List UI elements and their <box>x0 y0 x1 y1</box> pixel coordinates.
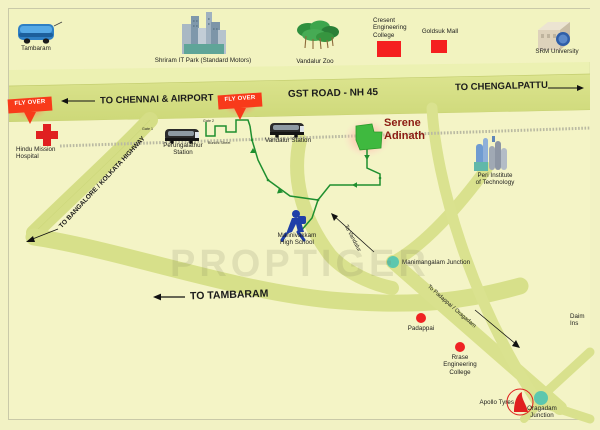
red-square-icon-cresent <box>377 41 401 57</box>
road-label-gst-road: GST ROAD - NH 45 <box>287 87 379 100</box>
campus-icon <box>538 22 570 50</box>
to-bangalore-arrow <box>26 228 59 242</box>
to-chennai-arrow <box>61 98 95 104</box>
bus-icon <box>18 21 63 44</box>
project-title: Serene Adinath <box>384 117 425 142</box>
red-dot-icon-padappai <box>416 313 426 323</box>
buildings-icon-shriram <box>182 12 226 54</box>
red-dot-icon-rrase <box>455 342 465 352</box>
to-chengalpattu-arrow <box>548 85 584 91</box>
to-tambaram-arrow <box>153 293 185 301</box>
road-to-tambaram <box>25 228 529 312</box>
trees-icon <box>297 20 339 50</box>
buildings-icon-peri <box>474 136 507 171</box>
road-to-vandalur <box>290 133 399 295</box>
road-gst-to-oragadam <box>426 102 544 409</box>
student-icon <box>280 210 306 242</box>
railway-line <box>59 126 591 148</box>
junction-dot-icon-manimangalam <box>387 256 399 268</box>
to-vandalur-arrow <box>331 213 375 253</box>
route-to-project <box>205 119 382 233</box>
apollo-tyres-icon <box>506 388 534 416</box>
train-icon-vandalur <box>270 123 304 138</box>
junction-dot-icon-oragadam <box>534 391 548 405</box>
road-peri-to-manimangalam <box>387 162 493 268</box>
red-square-icon-goldsuk <box>431 40 447 53</box>
road-bangalore-kolkata <box>26 112 158 241</box>
flyover-pin-left <box>7 96 53 124</box>
train-icon-perungalathur <box>165 129 199 144</box>
red-cross-icon <box>36 124 58 146</box>
project-marker-icon <box>355 123 383 151</box>
flyover-pin-right <box>217 92 263 120</box>
to-padappai-arrow <box>474 309 520 348</box>
